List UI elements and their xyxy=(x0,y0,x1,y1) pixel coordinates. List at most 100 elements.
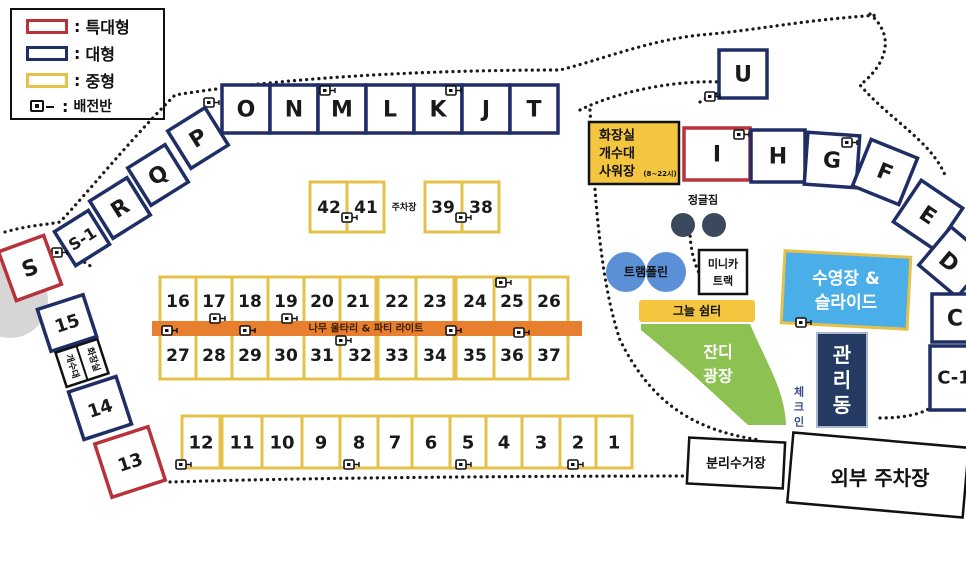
svg-text:10: 10 xyxy=(269,433,294,454)
svg-text:4: 4 xyxy=(498,433,511,454)
site-O[interactable]: O xyxy=(220,83,272,135)
svg-text:트램폴린: 트램폴린 xyxy=(624,264,668,279)
large-swatch xyxy=(26,45,68,61)
svg-text:38: 38 xyxy=(469,198,493,218)
medium-swatch xyxy=(26,72,68,88)
site-41[interactable]: 41 xyxy=(345,180,386,234)
site-4[interactable]: 4 xyxy=(484,414,524,470)
svg-text:J: J xyxy=(480,98,490,123)
site-28[interactable]: 28 xyxy=(194,331,234,381)
site-6[interactable]: 6 xyxy=(410,414,452,470)
lawn-plaza: 잔디 광장 xyxy=(641,324,786,425)
site-24[interactable]: 24 xyxy=(454,275,496,325)
site-Q[interactable]: Q xyxy=(125,142,191,208)
svg-text:30: 30 xyxy=(274,346,298,366)
svg-text:11: 11 xyxy=(229,433,254,454)
svg-text:트랙: 트랙 xyxy=(713,274,733,288)
site-C-1[interactable]: C-1 xyxy=(928,344,966,412)
svg-text:T: T xyxy=(526,98,541,123)
special-large-swatch xyxy=(26,18,68,34)
svg-text:체: 체 xyxy=(794,385,804,399)
svg-text:리: 리 xyxy=(833,368,851,392)
svg-text:G: G xyxy=(822,148,842,174)
site-R[interactable]: R xyxy=(87,175,153,241)
svg-text:7: 7 xyxy=(389,433,402,454)
svg-text:2: 2 xyxy=(572,433,585,454)
site-36[interactable]: 36 xyxy=(492,331,532,381)
site-33[interactable]: 33 xyxy=(376,331,418,381)
svg-text:17: 17 xyxy=(202,292,226,312)
svg-text:N: N xyxy=(285,98,303,123)
site-H[interactable]: H xyxy=(749,128,807,184)
svg-text:나무 울타리 & 파티 라이트: 나무 울타리 & 파티 라이트 xyxy=(309,322,424,335)
svg-text:분리수거장: 분리수거장 xyxy=(706,456,766,472)
site-12[interactable]: 12 xyxy=(180,414,222,470)
svg-text:동: 동 xyxy=(833,393,851,417)
legend-row-large: : 대형 xyxy=(26,43,115,64)
site-10[interactable]: 10 xyxy=(260,414,304,470)
site-23[interactable]: 23 xyxy=(414,275,456,325)
site-37[interactable]: 37 xyxy=(528,331,570,381)
legend-row-special-large: : 특대형 xyxy=(26,16,130,37)
site-34[interactable]: 34 xyxy=(414,331,456,381)
site-15[interactable]: 15 xyxy=(35,292,99,354)
svg-text:8: 8 xyxy=(353,433,366,454)
site-30[interactable]: 30 xyxy=(266,331,306,381)
svg-text:I: I xyxy=(713,143,721,168)
site-42[interactable]: 42 xyxy=(308,180,349,234)
svg-text:(8~22시): (8~22시) xyxy=(643,170,676,178)
svg-text:M: M xyxy=(331,98,353,123)
site-F[interactable]: F xyxy=(850,137,920,207)
svg-text:31: 31 xyxy=(310,346,334,366)
svg-text:사워장: 사워장 xyxy=(599,164,635,180)
svg-text:그늘 쉼터: 그늘 쉼터 xyxy=(673,303,721,318)
site-39[interactable]: 39 xyxy=(423,180,464,234)
svg-text:C: C xyxy=(947,307,963,332)
upper-pairs: 42 41 주차장 39 38 xyxy=(308,180,501,234)
svg-text:1: 1 xyxy=(608,433,621,454)
power-plug-icon xyxy=(30,100,54,112)
site-26[interactable]: 26 xyxy=(528,275,570,325)
svg-text:27: 27 xyxy=(166,346,190,366)
site-D[interactable]: D xyxy=(916,224,966,300)
svg-text:광장: 광장 xyxy=(703,367,733,386)
svg-text:19: 19 xyxy=(274,292,298,312)
site-18[interactable]: 18 xyxy=(230,275,270,325)
svg-text:41: 41 xyxy=(354,198,378,218)
site-20[interactable]: 20 xyxy=(302,275,342,325)
site-J[interactable]: J xyxy=(460,83,512,135)
svg-text:슬라이드: 슬라이드 xyxy=(815,293,878,313)
outer-parking: 외부 주차장 xyxy=(785,431,966,519)
site-5[interactable]: 5 xyxy=(448,414,488,470)
site-S[interactable]: S xyxy=(0,233,64,303)
trampoline: 트램폴린 xyxy=(606,252,686,292)
diagonal-sites: P Q R S-1 xyxy=(51,105,231,268)
site-38[interactable]: 38 xyxy=(460,180,501,234)
site-N[interactable]: N xyxy=(268,83,320,135)
site-16[interactable]: 16 xyxy=(158,275,198,325)
site-9[interactable]: 9 xyxy=(300,414,342,470)
site-11[interactable]: 11 xyxy=(220,414,264,470)
site-32[interactable]: 32 xyxy=(338,331,378,381)
svg-text:42: 42 xyxy=(317,198,341,218)
site-T[interactable]: T xyxy=(508,83,560,135)
site-35[interactable]: 35 xyxy=(454,331,496,381)
site-27[interactable]: 27 xyxy=(158,331,198,381)
site-7[interactable]: 7 xyxy=(376,414,414,470)
site-C[interactable]: C xyxy=(930,292,966,344)
site-L[interactable]: L xyxy=(364,83,416,135)
site-U[interactable]: U xyxy=(717,48,769,100)
site-21[interactable]: 21 xyxy=(338,275,378,325)
svg-text:수영장 &: 수영장 & xyxy=(812,269,880,289)
site-3[interactable]: 3 xyxy=(520,414,562,470)
site-S-1[interactable]: S-1 xyxy=(52,208,112,268)
site-1[interactable]: 1 xyxy=(594,414,634,470)
svg-text:인: 인 xyxy=(794,415,804,429)
site-31[interactable]: 31 xyxy=(302,331,342,381)
site-13[interactable]: 13 xyxy=(92,424,168,500)
site-14[interactable]: 14 xyxy=(66,374,134,442)
svg-text:23: 23 xyxy=(423,292,447,312)
site-22[interactable]: 22 xyxy=(376,275,418,325)
site-29[interactable]: 29 xyxy=(230,331,270,381)
site-P[interactable]: P xyxy=(165,105,231,171)
